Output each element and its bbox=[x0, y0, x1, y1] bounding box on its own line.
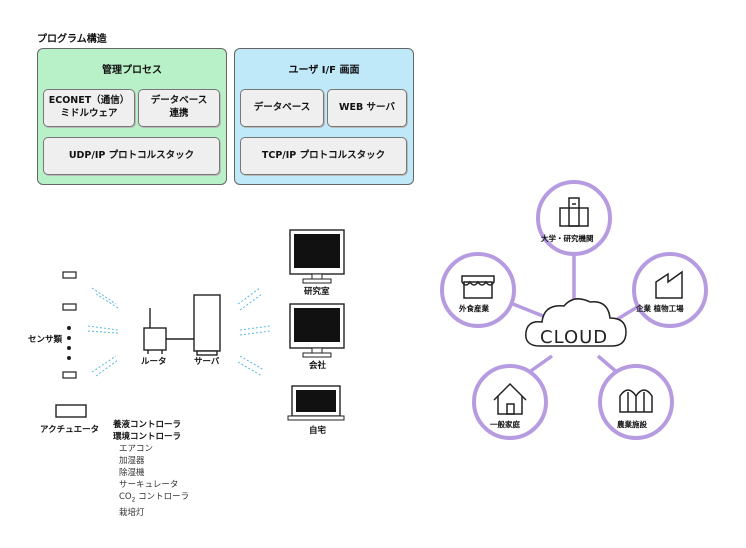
factory-label: 企業 植物工場 bbox=[636, 304, 684, 313]
dining-label: 外食産業 bbox=[459, 304, 489, 313]
lab-label: 研究室 bbox=[304, 287, 330, 297]
cloud-label: CLOUD bbox=[540, 327, 609, 348]
server-label: サーバ bbox=[194, 357, 220, 367]
nutrient-controller-heading: 養液コントローラ bbox=[113, 420, 182, 430]
user-interface-title: ユーザ I/F 画面 bbox=[288, 65, 360, 76]
controller-item: エアコン bbox=[119, 444, 154, 454]
management-process-panel: 管理プロセス ECONET（通信） ミドルウェア データベース 連携 UDP/I… bbox=[37, 48, 227, 185]
actuator-icon bbox=[55, 404, 87, 418]
cloud-diagram bbox=[440, 180, 708, 440]
controller-list: 養液コントローラ 環境コントローラ エアコン 加湿器 除湿機 サーキュレータ C… bbox=[113, 419, 189, 519]
management-process-title: 管理プロセス bbox=[102, 65, 162, 76]
econet-line1: ECONET（通信） bbox=[48, 95, 130, 107]
factory-icon bbox=[655, 270, 683, 299]
database-box: データベース bbox=[240, 89, 324, 127]
server-icon bbox=[193, 294, 221, 356]
econet-middleware-box: ECONET（通信） ミドルウェア bbox=[43, 89, 135, 127]
database-link-box: データベース 連携 bbox=[138, 89, 220, 127]
actuator-label: アクチュエータ bbox=[40, 425, 100, 435]
co2-controller-item: CO2 コントローラ bbox=[113, 491, 189, 507]
lab-monitor-icon bbox=[289, 229, 345, 284]
university-label: 大学・研究機関 bbox=[541, 234, 594, 243]
database-link-line1: データベース bbox=[150, 95, 208, 107]
database-link-line2: 連携 bbox=[169, 108, 189, 119]
controller-item: サーキュレータ bbox=[119, 480, 179, 490]
agriculture-label: 農業施設 bbox=[617, 420, 647, 429]
econet-line2: ミドルウェア bbox=[60, 108, 118, 119]
user-interface-panel: ユーザ I/F 画面 データベース WEB サーバ TCP/IP プロトコルスタ… bbox=[234, 48, 414, 185]
house-icon bbox=[493, 382, 527, 415]
co2-subscript: 2 bbox=[131, 496, 136, 504]
wireless-waves-right bbox=[237, 287, 271, 377]
router-icon bbox=[143, 308, 167, 354]
company-label: 会社 bbox=[309, 361, 327, 371]
network-diagram bbox=[55, 229, 345, 421]
greenhouse-icon bbox=[619, 389, 653, 413]
co2-suffix: コントローラ bbox=[135, 492, 190, 502]
university-icon bbox=[559, 197, 589, 227]
home-laptop-icon bbox=[287, 385, 345, 421]
controller-item: 除湿機 bbox=[119, 468, 145, 478]
sensors-label: センサ類 bbox=[28, 335, 63, 345]
cloud-icon bbox=[525, 298, 627, 347]
restaurant-icon bbox=[461, 275, 495, 299]
tcp-stack-box: TCP/IP プロトコルスタック bbox=[240, 137, 407, 175]
program-structure-title: プログラム構造 bbox=[37, 34, 107, 45]
sensor-dots bbox=[67, 326, 71, 360]
sensor-icons bbox=[62, 271, 77, 379]
controller-item: 栽培灯 bbox=[119, 507, 145, 518]
environment-controller-heading: 環境コントローラ bbox=[113, 432, 182, 442]
company-monitor-icon bbox=[289, 303, 345, 358]
udp-stack-box: UDP/IP プロトコルスタック bbox=[43, 137, 220, 175]
router-label: ルータ bbox=[141, 357, 167, 367]
web-server-box: WEB サーバ bbox=[327, 89, 407, 127]
co2-prefix: CO bbox=[119, 492, 132, 502]
household-label: 一般家庭 bbox=[490, 420, 520, 429]
controller-item: 加湿器 bbox=[119, 456, 145, 466]
home-label: 自宅 bbox=[309, 426, 327, 436]
wireless-waves-left bbox=[87, 287, 119, 377]
cloud-rings bbox=[440, 180, 708, 440]
